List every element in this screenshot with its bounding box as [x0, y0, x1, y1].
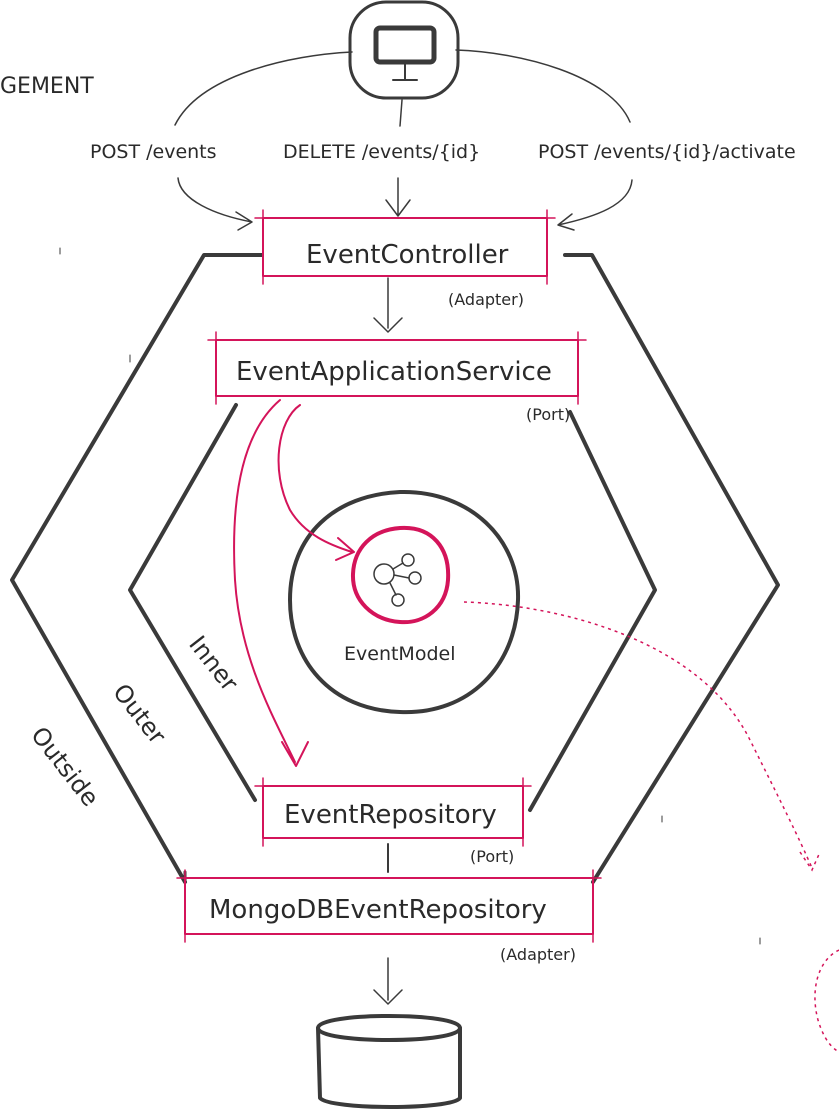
outer-hexagon: [128, 403, 657, 812]
endpoint-activate-event: POST /events/{id}/activate: [538, 141, 796, 163]
database-icon: [316, 1014, 462, 1109]
endpoint-delete-event: DELETE /events/{id}: [283, 141, 480, 163]
event-controller-box[interactable]: EventController: [254, 209, 556, 285]
event-repository-box[interactable]: EventRepository: [254, 777, 532, 847]
graph-icon: [373, 553, 422, 607]
event-controller-role: (Adapter): [448, 290, 524, 309]
arrow-delete-event: [385, 177, 411, 217]
arrow-service-to-model: [277, 404, 355, 561]
client-link-middle: [399, 99, 403, 127]
core-circle: [288, 489, 521, 715]
outside-hexagon: [10, 253, 780, 884]
arrow-service-to-repository: [233, 399, 309, 767]
ring-label-inner: Inner: [183, 630, 243, 696]
event-repository-label: EventRepository: [284, 800, 497, 830]
dotted-link-external: [463, 601, 821, 872]
header-title: GEMENT: [0, 74, 94, 99]
client-link-right: [455, 49, 631, 123]
arrow-mongo-to-database: [373, 957, 403, 1005]
mongodb-event-repository-role: (Adapter): [500, 945, 576, 964]
event-controller-label: EventController: [306, 240, 509, 270]
endpoint-post-events: POST /events: [90, 141, 217, 163]
event-model-label: EventModel: [344, 643, 455, 665]
monitor-icon: [348, 0, 460, 100]
arrow-activate-event: [557, 179, 633, 231]
event-repository-role: (Port): [470, 847, 514, 866]
event-application-service-label: EventApplicationService: [236, 357, 552, 387]
external-node-partial: [814, 949, 839, 1053]
client-link-left: [174, 51, 353, 126]
event-application-service-box[interactable]: EventApplicationService: [207, 331, 587, 405]
event-model-node[interactable]: [350, 525, 451, 625]
mongodb-event-repository-label: MongoDBEventRepository: [209, 895, 547, 925]
event-application-service-role: (Port): [526, 405, 570, 424]
mongodb-event-repository-box[interactable]: MongoDBEventRepository: [176, 869, 602, 943]
arrow-post-events: [177, 177, 253, 231]
ring-label-outside: Outside: [25, 721, 104, 811]
ring-label-outer: Outer: [107, 678, 171, 749]
arrow-controller-to-service: [373, 277, 403, 333]
